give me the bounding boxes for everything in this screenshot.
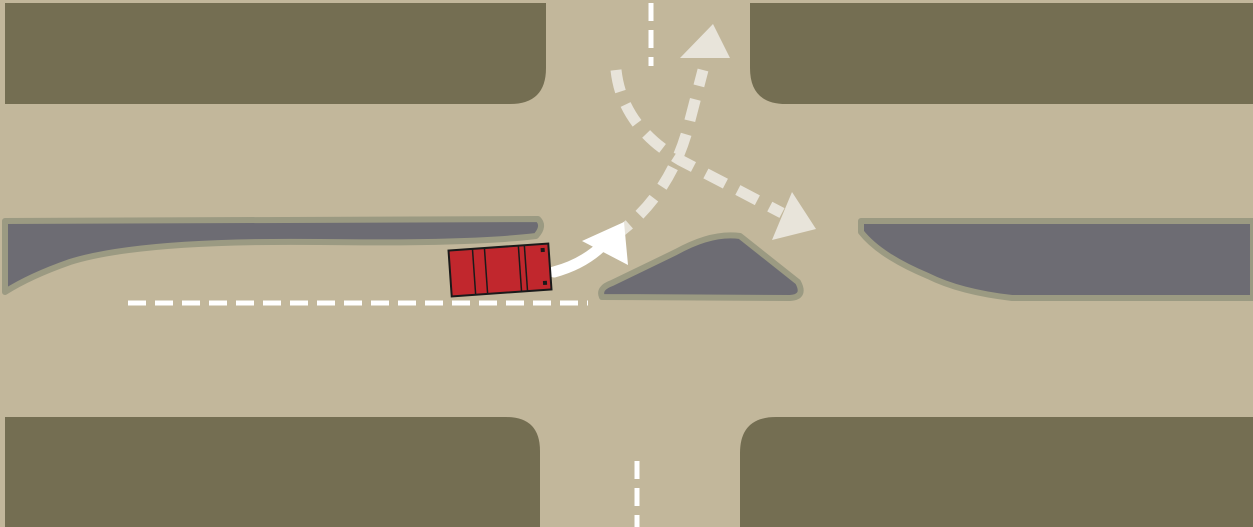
block-bottom-left xyxy=(5,417,540,527)
dashed-arrow-icon xyxy=(608,24,730,243)
truck-light xyxy=(540,247,545,253)
truck-body xyxy=(447,242,553,298)
median-right xyxy=(858,218,1253,301)
truck-panel-line xyxy=(523,245,529,292)
turn-arrowhead xyxy=(582,222,628,265)
path-u-turn xyxy=(608,68,709,243)
block-bottom-right xyxy=(740,417,1253,527)
block-top-left xyxy=(5,3,546,104)
median-left xyxy=(2,216,544,295)
truck-panel-line xyxy=(517,245,523,292)
arrowhead-east xyxy=(772,192,816,240)
channelizing-island xyxy=(598,232,804,301)
truck-panel-line xyxy=(483,247,489,294)
block-top-right xyxy=(750,3,1253,104)
truck-light xyxy=(542,280,548,286)
arrowhead-north xyxy=(680,24,730,58)
truck-panel-line xyxy=(471,248,477,295)
dashed-arrow-icon xyxy=(610,69,816,240)
curved-arrow-icon xyxy=(548,222,628,278)
truck-icon xyxy=(447,242,553,298)
path-right-turn xyxy=(610,69,785,218)
